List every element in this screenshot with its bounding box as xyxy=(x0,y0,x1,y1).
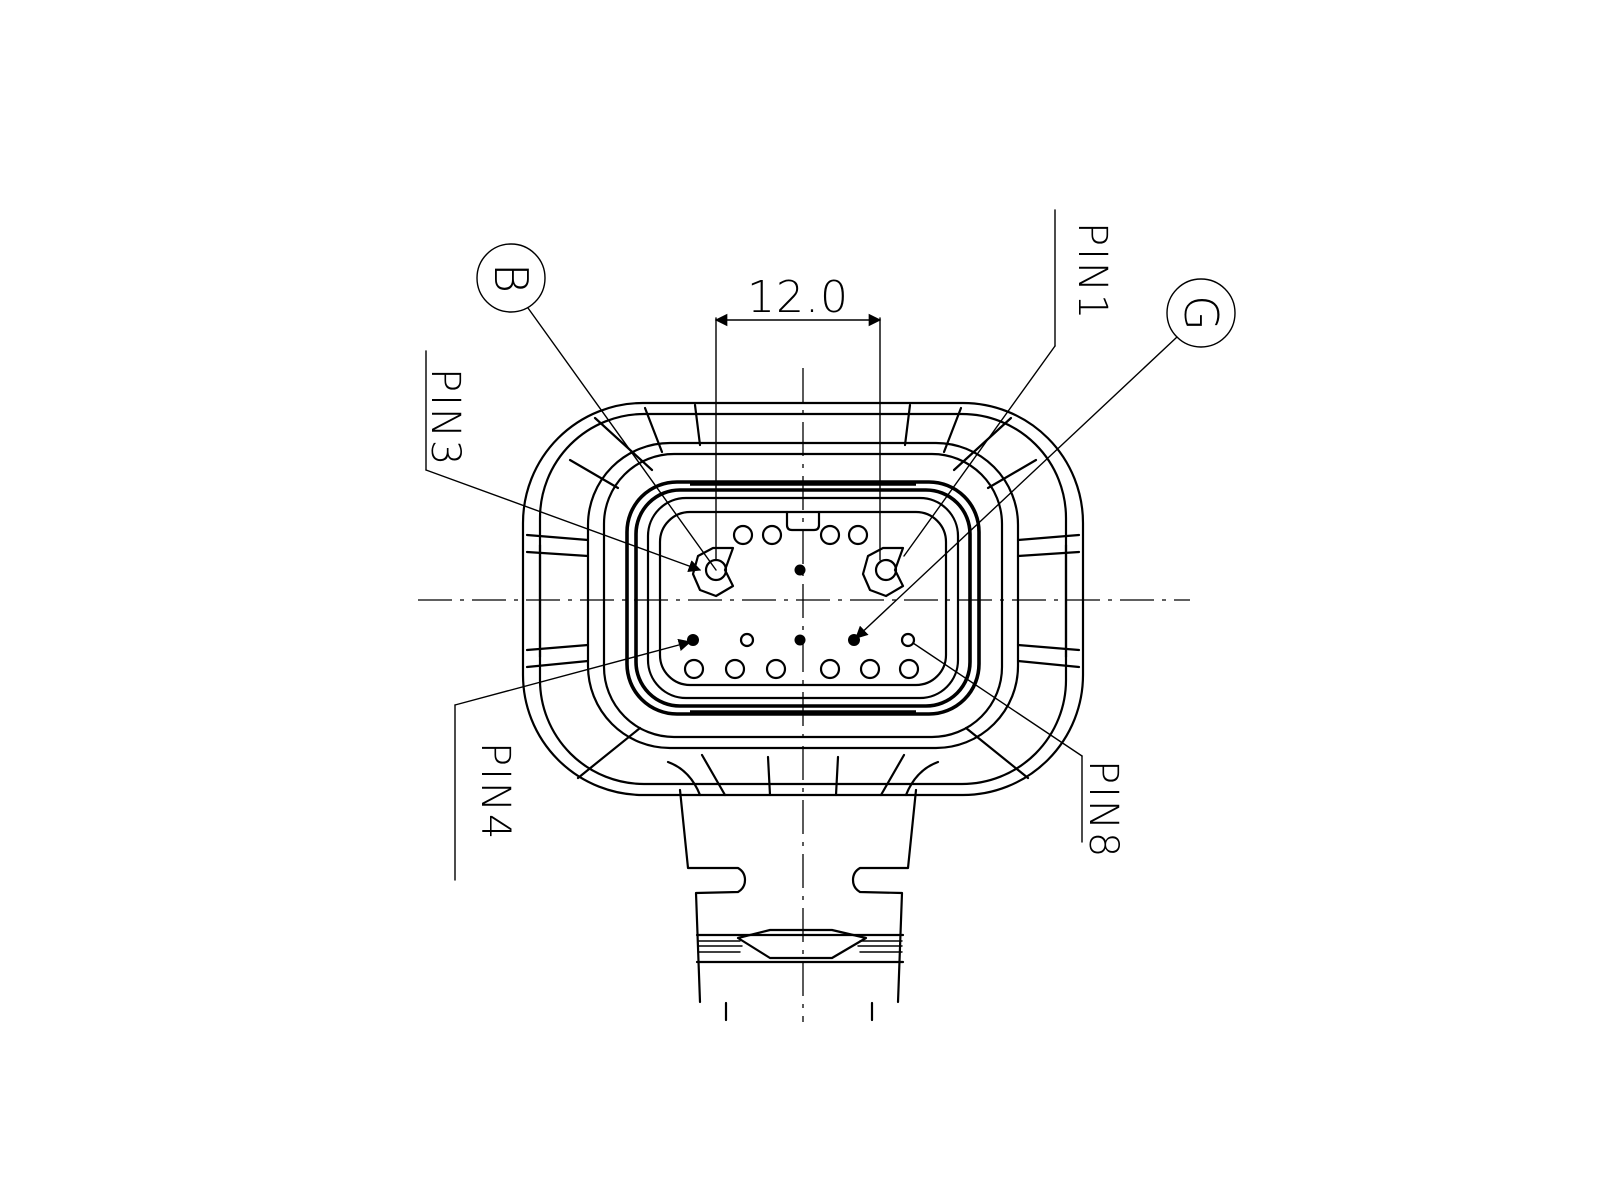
callout-b: B xyxy=(476,243,717,571)
housing-outline xyxy=(521,401,1085,797)
cable-exit xyxy=(678,788,918,1022)
pin8-leader: PIN8 xyxy=(912,642,1126,859)
mating-face xyxy=(625,480,981,716)
pin1-label: PIN1 xyxy=(1069,222,1115,321)
dimension-value: 12.0 xyxy=(747,272,849,323)
callout-g: G xyxy=(855,278,1236,639)
pin4-leader: PIN4 xyxy=(454,638,692,881)
dimension-12: 12.0 xyxy=(714,272,882,561)
pin1-leader: PIN1 xyxy=(903,209,1115,557)
pin3-leader: PIN3 xyxy=(422,350,702,573)
pin8-label: PIN8 xyxy=(1080,760,1126,859)
callout-g-letter: G xyxy=(1174,295,1228,331)
centerlines xyxy=(418,368,1190,1022)
pin4-label: PIN4 xyxy=(472,742,518,841)
small-pin-cavities xyxy=(683,524,920,680)
callout-b-letter: B xyxy=(484,263,538,293)
large-pin-cavities xyxy=(691,546,905,598)
pin3-label: PIN3 xyxy=(422,368,468,467)
